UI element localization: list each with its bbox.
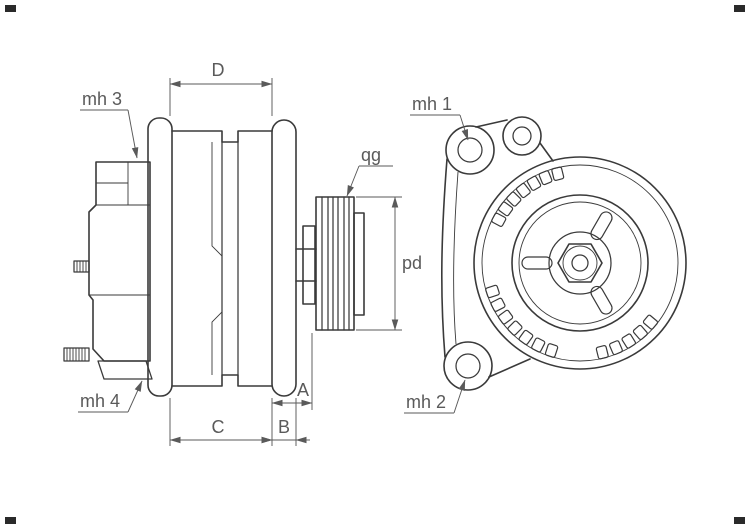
upper-stud	[73, 260, 90, 273]
frame-outline	[473, 156, 687, 370]
corner-mark-bottom-left	[5, 517, 16, 524]
front-bracket-plate	[271, 119, 297, 397]
callout-mh4-label: mh 4	[80, 391, 120, 411]
pulley-spokes	[521, 209, 615, 317]
shaft	[295, 225, 317, 305]
callout-mh3-label: mh 3	[82, 89, 122, 109]
pulley-outline-front	[511, 194, 649, 332]
frame-rim	[481, 164, 679, 362]
mount-lug-bottom-left	[443, 341, 493, 391]
mount-hole-2	[455, 353, 481, 379]
front-view: mh 1 mh 2	[404, 94, 687, 414]
mount-hole-1	[457, 137, 483, 163]
dim-B-label: B	[278, 417, 290, 437]
lower-stud	[63, 347, 90, 362]
shaft-end	[571, 254, 589, 272]
pulley-groove-front	[518, 201, 642, 325]
stator-body	[171, 130, 273, 387]
dimension-pd: pd	[356, 196, 422, 331]
callout-mh4: mh 4	[78, 380, 143, 413]
dimension-C: C	[169, 398, 273, 446]
corner-mark-bottom-right	[734, 517, 745, 524]
dim-C-label: C	[212, 417, 225, 437]
callout-mh1: mh 1	[410, 94, 469, 141]
callout-qg-label: qg	[361, 145, 381, 165]
corner-mark-top-left	[5, 5, 16, 12]
mount-hole-top	[512, 126, 532, 146]
dim-D-label: D	[212, 60, 225, 80]
mount-lug-top-left	[445, 125, 495, 175]
mount-bracket-web	[441, 119, 554, 378]
callout-mh2-label: mh 2	[406, 392, 446, 412]
pulley	[315, 196, 365, 331]
rear-cover	[88, 161, 153, 380]
side-view: D A B C	[63, 60, 422, 446]
pulley-front-flange	[353, 212, 365, 316]
dimension-B: B	[258, 398, 310, 446]
dim-A-label: A	[297, 380, 309, 400]
lower-mount-boss	[97, 360, 153, 380]
callout-qg: qg	[346, 145, 393, 197]
spacer-washer	[302, 225, 316, 305]
callout-mh3: mh 3	[80, 89, 139, 159]
terminal-studs	[63, 260, 90, 362]
dim-pd-label: pd	[402, 253, 422, 273]
corner-marks	[5, 5, 745, 524]
rear-bracket-plate	[147, 117, 173, 397]
dimension-D: D	[169, 60, 273, 116]
hub	[548, 231, 612, 295]
callout-mh1-label: mh 1	[412, 94, 452, 114]
corner-mark-top-right	[734, 5, 745, 12]
callout-mh2: mh 2	[404, 379, 466, 414]
mount-ear-top	[502, 116, 542, 156]
shaft-nut	[557, 243, 603, 283]
